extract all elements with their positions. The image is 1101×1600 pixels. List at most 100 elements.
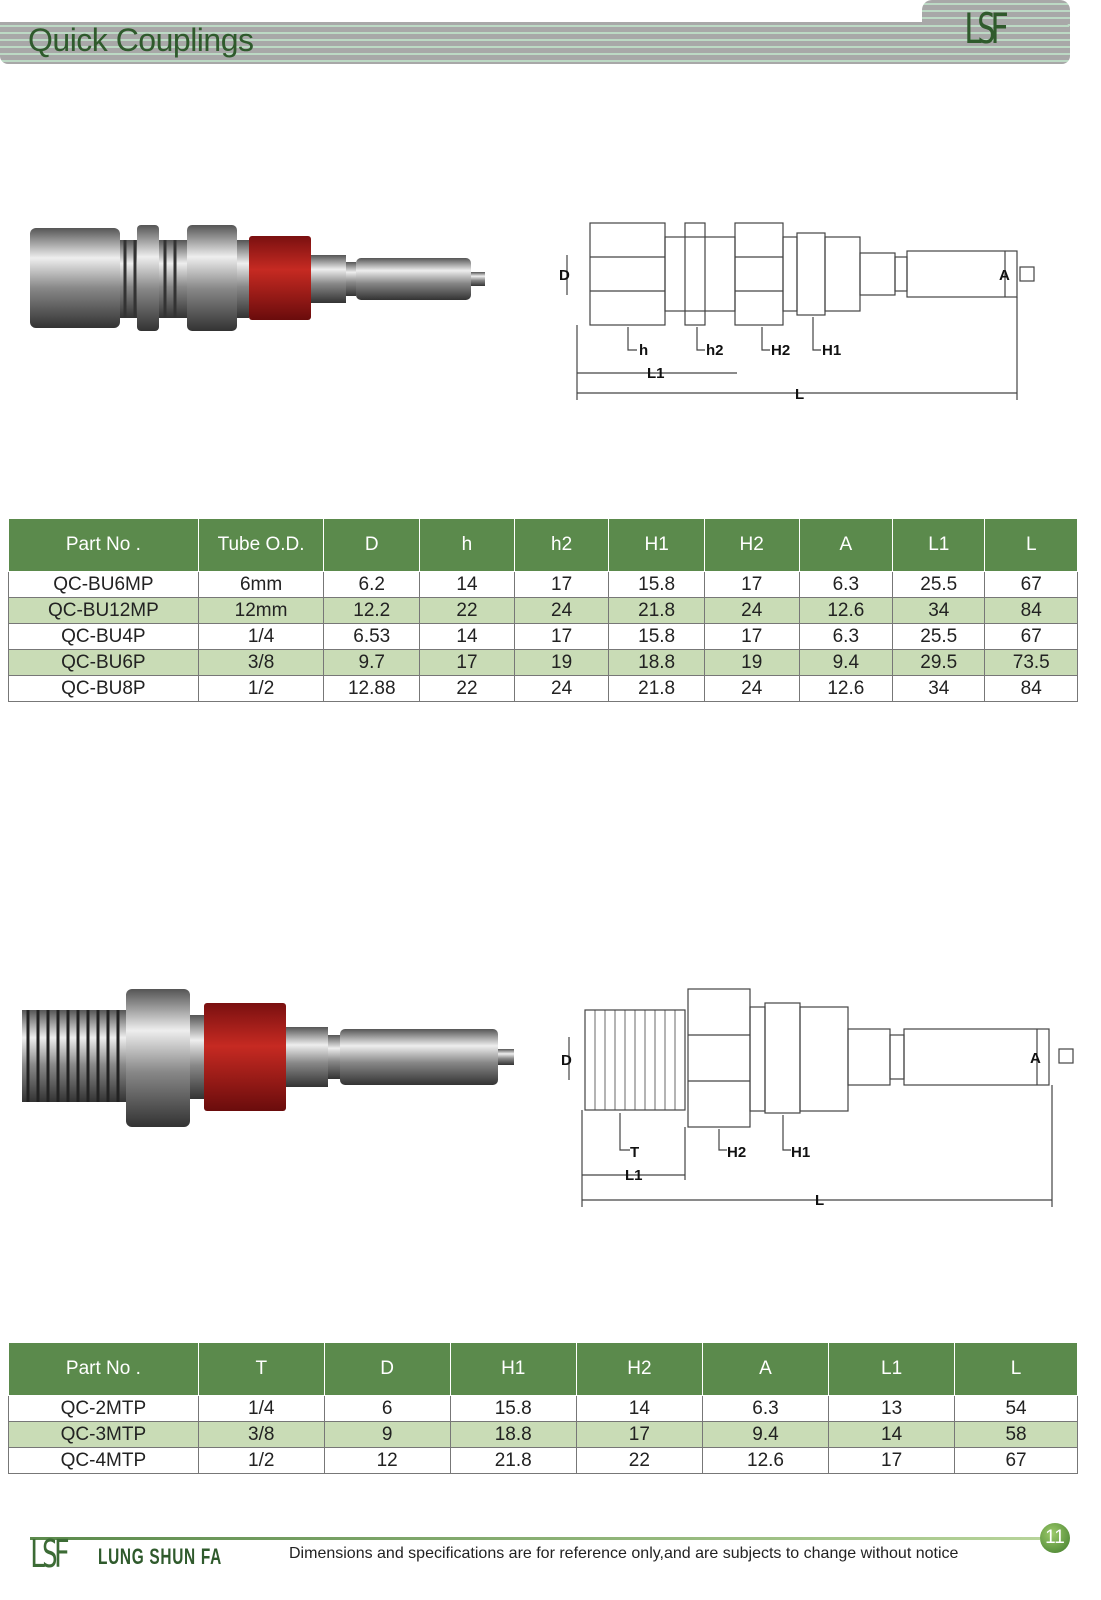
column-header: T — [197, 1342, 325, 1396]
technical-drawing-bulkhead: D A h h2 H2 H1 L1 L — [559, 222, 1035, 403]
table-cell: 34 — [892, 675, 986, 702]
table-cell: 12.6 — [798, 675, 894, 702]
table-cell: 14 — [419, 623, 515, 650]
table-cell: 21.8 — [608, 675, 705, 702]
label-H1: H1 — [791, 1144, 810, 1161]
part-number-cell: QC-BU12MP — [8, 597, 199, 624]
table-cell: 15.8 — [608, 571, 705, 598]
table-cell: 9 — [323, 1421, 451, 1448]
column-header: Tube O.D. — [197, 518, 325, 572]
table-cell: 12 — [323, 1447, 451, 1474]
table-cell: 17 — [513, 571, 610, 598]
table-cell: 6.53 — [323, 623, 421, 650]
table-cell: 19 — [703, 649, 800, 676]
column-header: Part No . — [8, 518, 199, 572]
table-cell: 1/2 — [197, 1447, 325, 1474]
label-D: D — [559, 267, 570, 284]
table-cell: 18.8 — [449, 1421, 577, 1448]
table-cell: 14 — [419, 571, 515, 598]
table-cell: 6mm — [197, 571, 325, 598]
column-header: H1 — [608, 518, 705, 572]
table-cell: 15.8 — [608, 623, 705, 650]
table-cell: 22 — [419, 597, 515, 624]
column-header: D — [323, 1342, 451, 1396]
table-cell: 34 — [892, 597, 986, 624]
table-cell: 67 — [954, 1447, 1078, 1474]
table-cell: 1/2 — [197, 675, 325, 702]
table-cell: 22 — [575, 1447, 703, 1474]
footer-logo: LSF — [30, 1532, 70, 1576]
column-header: H1 — [449, 1342, 577, 1396]
table-cell: 84 — [984, 675, 1078, 702]
label-H2: H2 — [771, 342, 790, 359]
brand-logo: LSF — [964, 4, 1009, 53]
part-number-cell: QC-BU4P — [8, 623, 199, 650]
table-cell: 24 — [703, 597, 800, 624]
table-cell: 6 — [323, 1395, 451, 1422]
column-header: L1 — [828, 1342, 956, 1396]
table-cell: 17 — [513, 623, 610, 650]
label-h2: h2 — [706, 342, 724, 359]
column-header: L — [984, 518, 1078, 572]
table-cell: 54 — [954, 1395, 1078, 1422]
label-T: T — [630, 1144, 639, 1161]
part-number-cell: QC-2MTP — [8, 1395, 199, 1422]
label-A: A — [1030, 1050, 1041, 1067]
label-L: L — [815, 1192, 824, 1209]
table-cell: 14 — [575, 1395, 703, 1422]
table-cell: 67 — [984, 571, 1078, 598]
header-banner — [0, 22, 1070, 64]
table-cell: 21.8 — [608, 597, 705, 624]
table-cell: 3/8 — [197, 649, 325, 676]
table-cell: 17 — [703, 623, 800, 650]
table-cell: 3/8 — [197, 1421, 325, 1448]
table-cell: 17 — [828, 1447, 956, 1474]
table-cell: 15.8 — [449, 1395, 577, 1422]
product-image-male-thread-coupling — [22, 989, 514, 1127]
table-cell: 12mm — [197, 597, 325, 624]
part-number-cell: QC-BU6P — [8, 649, 199, 676]
footer-divider — [30, 1537, 1040, 1540]
table-cell: 17 — [575, 1421, 703, 1448]
label-H1: H1 — [822, 342, 841, 359]
table-cell: 29.5 — [892, 649, 986, 676]
part-number-cell: QC-3MTP — [8, 1421, 199, 1448]
table-cell: 9.4 — [701, 1421, 830, 1448]
column-header: A — [701, 1342, 830, 1396]
column-header: L — [954, 1342, 1078, 1396]
label-L1: L1 — [625, 1167, 643, 1184]
table-cell: 24 — [513, 597, 610, 624]
table-cell: 13 — [828, 1395, 956, 1422]
table-cell: 1/4 — [197, 1395, 325, 1422]
table-cell: 58 — [954, 1421, 1078, 1448]
technical-drawing-male-thread: D A T H2 H1 L1 L — [561, 988, 1074, 1209]
table-cell: 25.5 — [892, 623, 986, 650]
column-header: H2 — [703, 518, 800, 572]
table-cell: 9.7 — [323, 649, 421, 676]
table-cell: 12.2 — [323, 597, 421, 624]
column-header: D — [323, 518, 421, 572]
table-cell: 17 — [419, 649, 515, 676]
table-cell: 24 — [513, 675, 610, 702]
table-cell: 18.8 — [608, 649, 705, 676]
label-L1: L1 — [647, 365, 665, 382]
column-header: H2 — [575, 1342, 703, 1396]
table-cell: 6.3 — [798, 571, 894, 598]
part-number-cell: QC-4MTP — [8, 1447, 199, 1474]
page-number: 11 — [1040, 1523, 1070, 1553]
page-title: Quick Couplings — [28, 22, 254, 58]
table-cell: 14 — [828, 1421, 956, 1448]
product-image-bulkhead-coupling — [30, 225, 485, 331]
table-cell: 25.5 — [892, 571, 986, 598]
label-H2: H2 — [727, 1144, 746, 1161]
column-header: L1 — [892, 518, 986, 572]
